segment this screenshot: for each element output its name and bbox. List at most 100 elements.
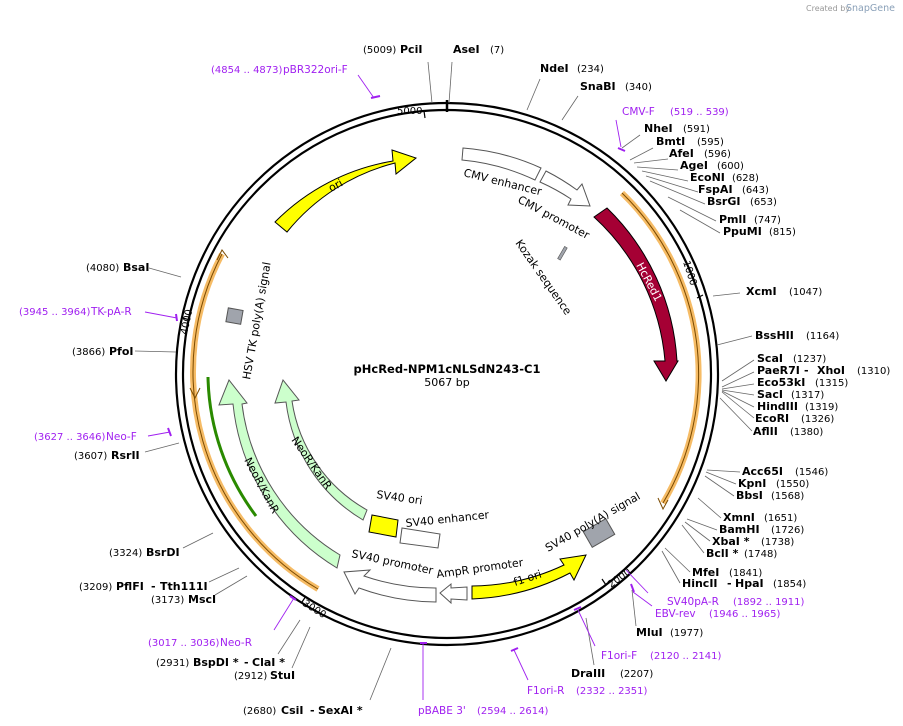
enzyme-bsrdi[interactable]: BsrDI bbox=[146, 546, 180, 559]
enzyme-clai[interactable]: ClaI * bbox=[252, 656, 285, 669]
enzyme-pcii[interactable]: PciI bbox=[400, 43, 422, 56]
enzyme-hpai[interactable]: HpaI bbox=[735, 577, 764, 590]
enzyme-pos-bbsi: (1568) bbox=[771, 491, 804, 502]
enzyme-pos-hindiii: (1319) bbox=[805, 402, 838, 413]
enzyme-pos-eco53ki: (1315) bbox=[815, 378, 848, 389]
enzyme-pos-ppumi: (815) bbox=[769, 227, 796, 238]
enzyme-econi[interactable]: EcoNI bbox=[690, 171, 725, 184]
enzyme-pos-bsai: (4080) bbox=[86, 263, 119, 274]
hsv-tk-polya-label: HSV TK poly(A) signal bbox=[240, 261, 273, 381]
enzyme-bamhi[interactable]: BamHI bbox=[719, 523, 760, 536]
sv40-polya-feature[interactable] bbox=[582, 518, 616, 548]
enzyme-bmti[interactable]: BmtI bbox=[656, 135, 685, 148]
sv40-promoter-feature[interactable] bbox=[343, 569, 437, 603]
enzyme-asei[interactable]: AseI bbox=[453, 43, 480, 56]
sv40-enhancer-feature[interactable] bbox=[399, 527, 441, 549]
enzyme-pos-pfoi: (3866) bbox=[72, 347, 105, 358]
enzyme-nhei[interactable]: NheI bbox=[644, 122, 673, 135]
enzyme-mfei[interactable]: MfeI bbox=[692, 566, 719, 579]
enzyme-aflii[interactable]: AflII bbox=[753, 425, 778, 438]
enzyme-xcmi[interactable]: XcmI bbox=[746, 285, 777, 298]
enzyme-agei[interactable]: AgeI bbox=[680, 159, 708, 172]
neor-kanr-outer-feature[interactable] bbox=[218, 379, 341, 569]
enzyme-pos-csii: (2680) bbox=[243, 706, 276, 717]
enzyme-pos-bsshii: (1164) bbox=[806, 331, 839, 342]
enzyme-bcli[interactable]: BclI * bbox=[706, 547, 739, 560]
enzyme-snabi[interactable]: SnaBI bbox=[580, 80, 616, 93]
enzyme-kpni[interactable]: KpnI bbox=[738, 477, 766, 490]
primer-neo-f[interactable]: Neo-F bbox=[106, 431, 137, 443]
primer-pbr322ori-f[interactable]: pBR322ori-F bbox=[283, 64, 348, 76]
enzyme-ndei[interactable]: NdeI bbox=[540, 62, 569, 75]
enzyme-bsai[interactable]: BsaI bbox=[123, 261, 149, 274]
primer-cmv-f[interactable]: CMV-F bbox=[622, 106, 655, 118]
enzyme-pflfi[interactable]: PflFI bbox=[116, 580, 144, 593]
primer-tk-pa-r[interactable]: TK-pA-R bbox=[90, 306, 132, 318]
enzyme-pos-kpni: (1550) bbox=[776, 479, 809, 490]
cmv-promoter-feature[interactable] bbox=[539, 170, 591, 207]
hsv-tk-polya-feature[interactable] bbox=[225, 307, 244, 325]
enzyme-hincii[interactable]: HincII bbox=[682, 577, 718, 590]
enzyme-xbai[interactable]: XbaI * bbox=[712, 535, 750, 548]
enzyme-pos-afei: (596) bbox=[704, 149, 731, 160]
enzyme-xhoi[interactable]: XhoI bbox=[817, 364, 845, 377]
enzyme-pos-hpai: (1854) bbox=[773, 579, 806, 590]
enzyme-pos-asei: (7) bbox=[490, 45, 504, 56]
enzyme-acc65i[interactable]: Acc65I bbox=[742, 465, 783, 478]
enzyme-paer7i[interactable]: PaeR7I bbox=[757, 364, 800, 377]
credit-prefix: Created by bbox=[806, 4, 850, 13]
enzyme-scai[interactable]: ScaI bbox=[757, 352, 783, 365]
enzyme-saci[interactable]: SacI bbox=[757, 388, 783, 401]
primer-sv40pa-r[interactable]: SV40pA-R bbox=[667, 596, 719, 608]
enzyme-ecori[interactable]: EcoRI bbox=[755, 412, 789, 425]
enzyme-pfoi[interactable]: PfoI bbox=[109, 345, 134, 358]
orange-orf-right-line bbox=[621, 192, 700, 504]
enzyme-pos-acc65i: (1546) bbox=[795, 467, 828, 478]
enzyme-bsrgi[interactable]: BsrGI bbox=[707, 195, 740, 208]
enzyme-bspdi[interactable]: BspDI * bbox=[193, 656, 239, 669]
enzyme-bsshii[interactable]: BssHII bbox=[755, 329, 794, 342]
neor-kanr-inner-feature[interactable] bbox=[274, 378, 368, 521]
enzyme-msci[interactable]: MscI bbox=[188, 593, 216, 606]
enzyme-fspai[interactable]: FspAI bbox=[698, 183, 733, 196]
sv40-ori-feature[interactable] bbox=[368, 514, 399, 538]
enzyme-bbsi[interactable]: BbsI bbox=[736, 489, 763, 502]
enzyme-pos-aflii: (1380) bbox=[790, 427, 823, 438]
primer-ebv-rev[interactable]: EBV-rev bbox=[655, 608, 696, 620]
neor-kanr-inner-label: NeoR/KanR bbox=[289, 434, 335, 492]
enzyme-pos-bsrdi: (3324) bbox=[109, 548, 142, 559]
enzyme-pos-ndei: (234) bbox=[577, 64, 604, 75]
cmv-enhancer-feature[interactable] bbox=[461, 147, 542, 181]
enzyme-pos-xhoi: (1310) bbox=[857, 366, 890, 377]
enzyme-eco53ki[interactable]: Eco53kI bbox=[757, 376, 805, 389]
primer-pbabe3[interactable]: pBABE 3' bbox=[418, 705, 466, 717]
enzyme-pmli[interactable]: PmlI bbox=[719, 213, 746, 226]
enzyme-pos-mfei: (1841) bbox=[729, 568, 762, 579]
kozak-feature[interactable] bbox=[557, 246, 568, 261]
enzyme-pos-xmni: (1651) bbox=[764, 513, 797, 524]
primer-f1ori-r[interactable]: F1ori-R bbox=[527, 685, 564, 697]
enzyme-hindiii[interactable]: HindIII bbox=[757, 400, 798, 413]
ampr-promoter-feature[interactable] bbox=[439, 582, 468, 605]
enzyme-rsrii[interactable]: RsrII bbox=[111, 449, 140, 462]
enzyme-sexai[interactable]: SexAI * bbox=[318, 704, 363, 717]
enzyme-stui[interactable]: StuI bbox=[270, 669, 295, 682]
ori-feature[interactable] bbox=[274, 149, 418, 233]
enzyme-pos-bspdi: (2931) bbox=[156, 658, 189, 669]
f1-ori-feature[interactable] bbox=[471, 554, 587, 600]
primer-f1ori-f[interactable]: F1ori-F bbox=[601, 650, 637, 662]
enzyme-afei[interactable]: AfeI bbox=[669, 147, 694, 160]
enzyme-mlui[interactable]: MluI bbox=[636, 626, 663, 639]
enzyme-pos-pcii: (5009) bbox=[363, 45, 396, 56]
enzyme-csii[interactable]: CsiI bbox=[281, 704, 303, 717]
hcred1-feature[interactable] bbox=[593, 207, 679, 382]
orange-orf-left-arrow2 bbox=[189, 387, 201, 400]
enzyme-pos-pmli: (747) bbox=[754, 215, 781, 226]
enzyme-ppumi[interactable]: PpuMI bbox=[723, 225, 762, 238]
enzyme-pos-nhei: (591) bbox=[683, 124, 710, 135]
enzyme-tth111i[interactable]: Tth111I bbox=[160, 580, 208, 593]
enzyme-xmni[interactable]: XmnI bbox=[723, 511, 755, 524]
primer-neo-r[interactable]: Neo-R bbox=[220, 637, 252, 649]
enzyme-draiii[interactable]: DraIII bbox=[571, 667, 605, 680]
